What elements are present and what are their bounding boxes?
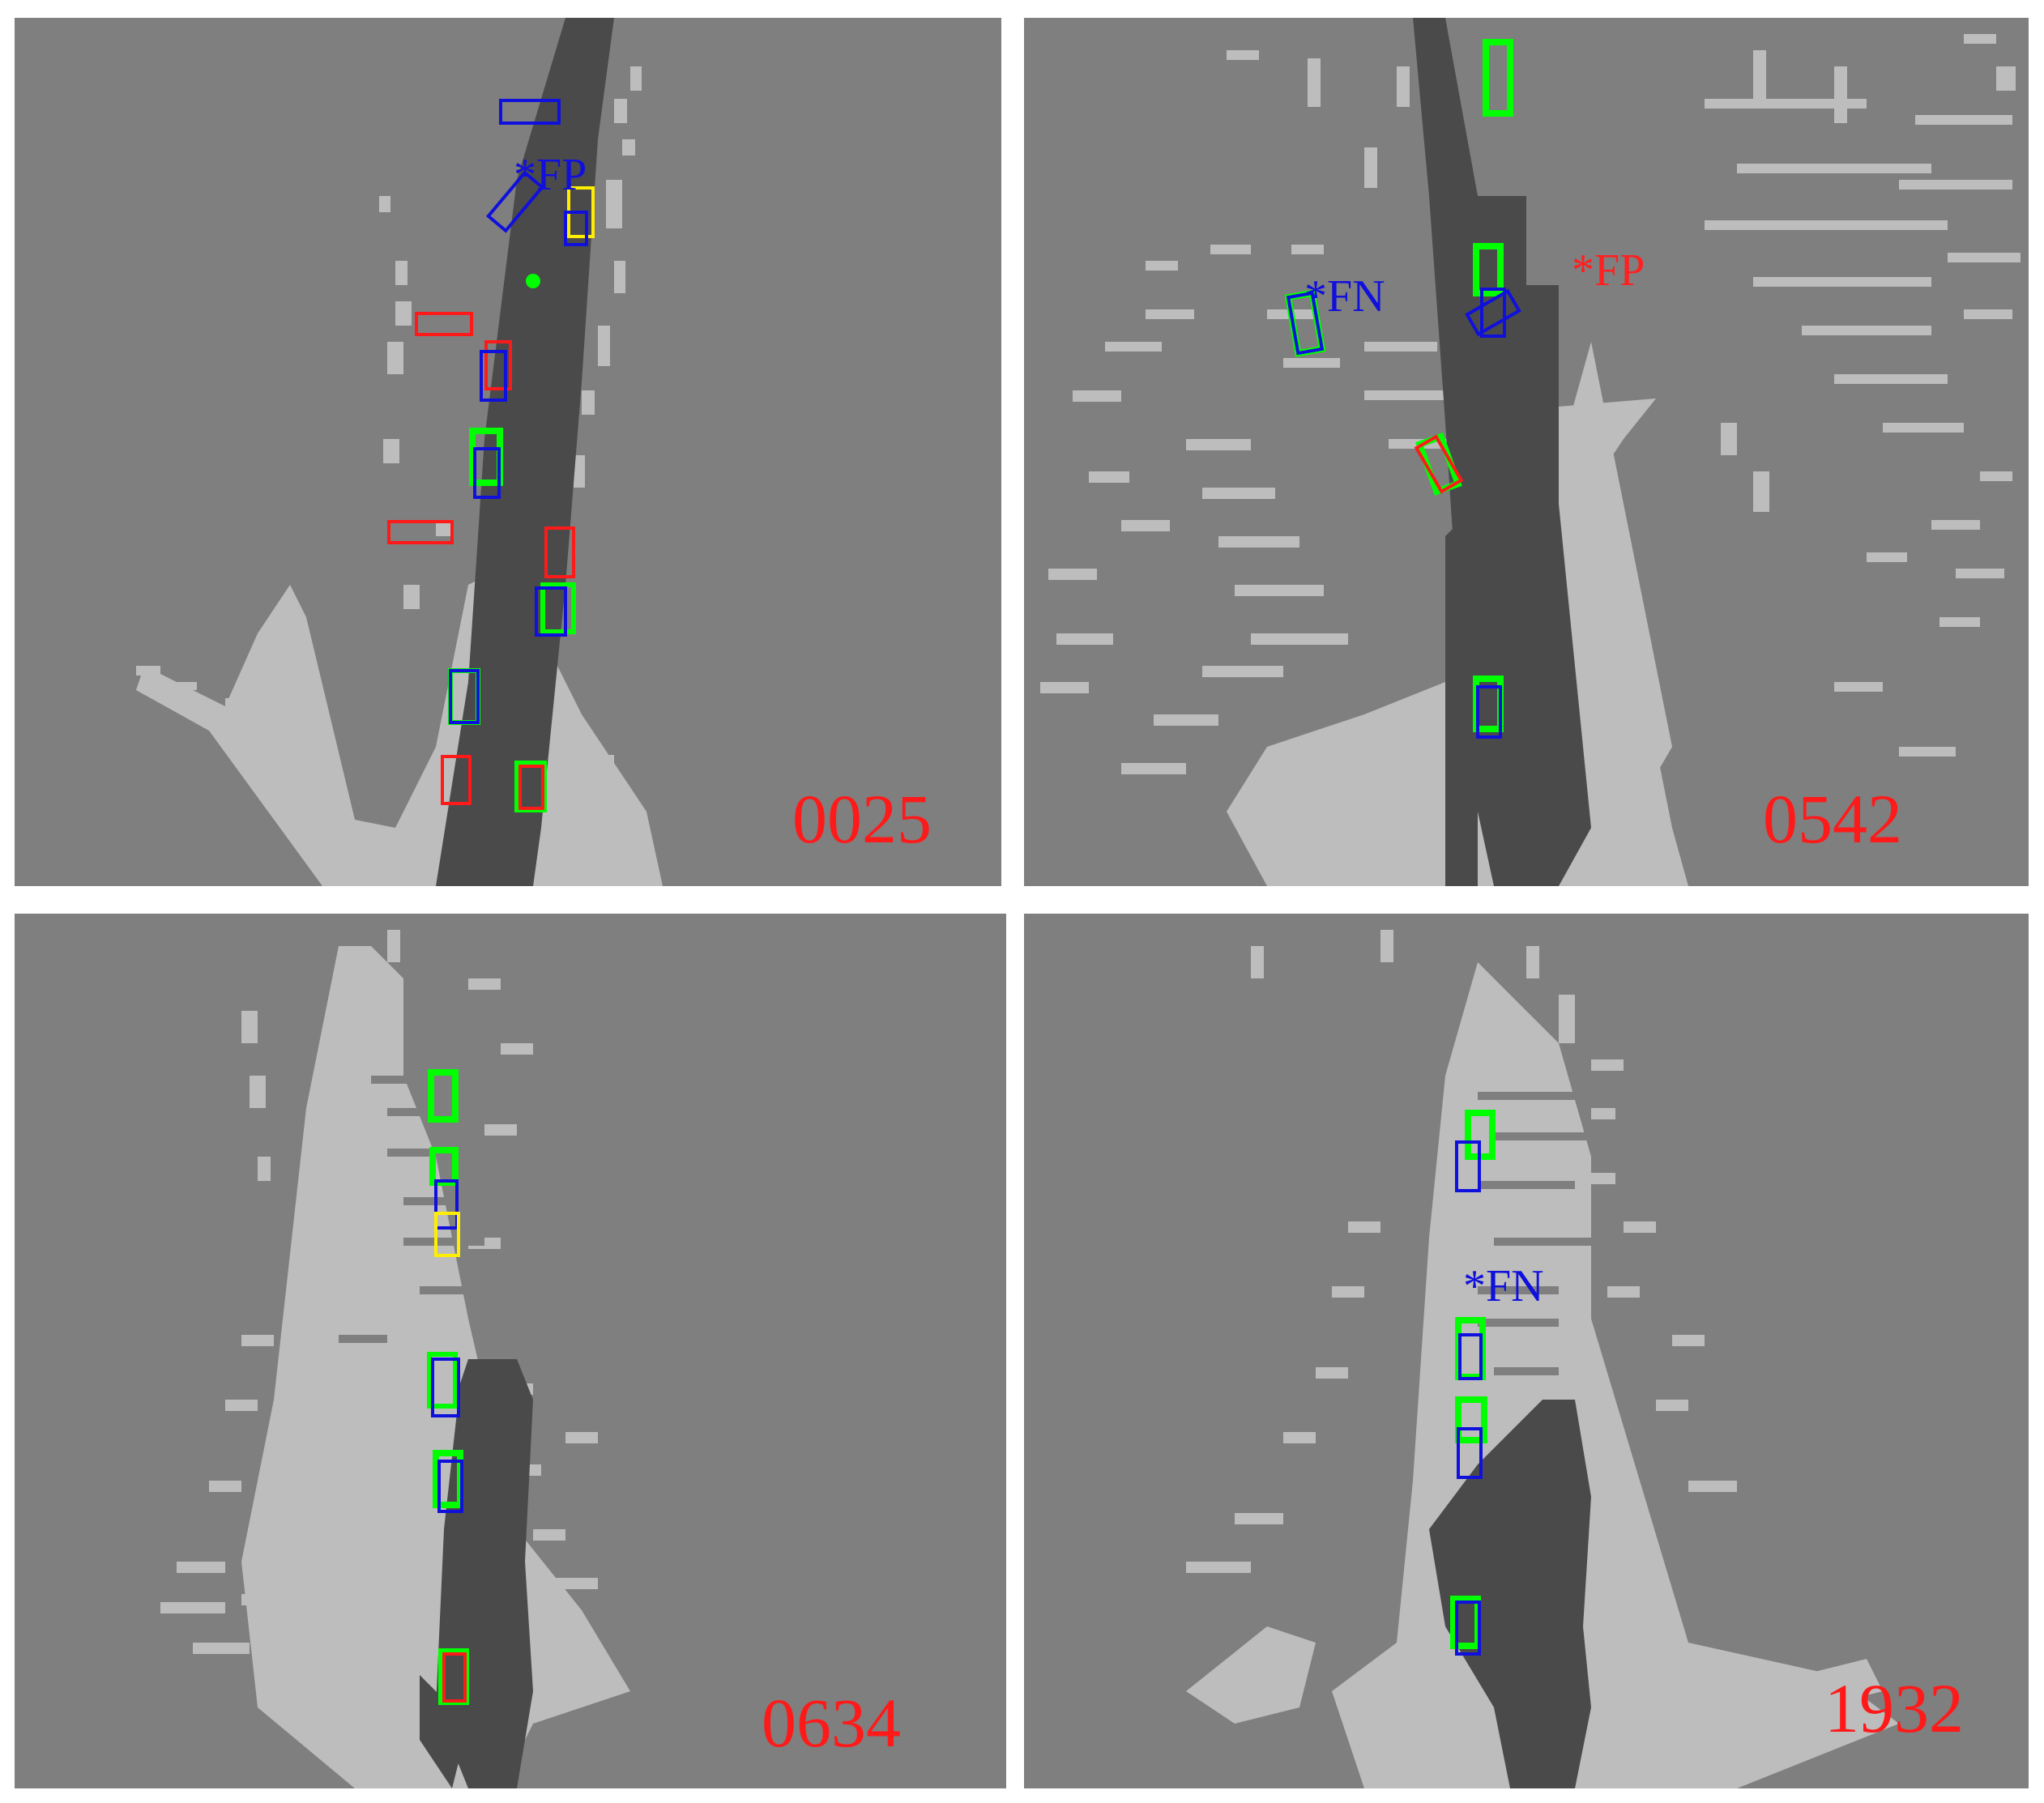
detection-boxes: [387, 99, 595, 812]
lidar-view-1932: [1186, 930, 1899, 1788]
detection-boxes: [1450, 1110, 1496, 1656]
lidar-view-0634: [160, 930, 630, 1788]
frame-number: 0634: [762, 1684, 901, 1762]
frame-number: 1932: [1824, 1669, 1964, 1747]
lidar-view-0542: [1040, 18, 2021, 886]
annotation-fp: *FP: [514, 150, 587, 200]
annotation-fn: *FN: [1304, 271, 1385, 322]
road: [1413, 18, 1591, 886]
road: [1429, 1400, 1591, 1788]
detection-boxes: [1284, 39, 1521, 739]
annotation-fp: *FP: [1572, 245, 1645, 296]
lidar-view-0025: [136, 18, 663, 886]
panel-1932: *FN 1932: [1024, 914, 2029, 1788]
annotation-fn: *FN: [1463, 1261, 1544, 1311]
panel-0634: 0634: [15, 914, 1006, 1788]
frame-number: 0025: [792, 780, 932, 858]
point-cloud: [160, 930, 630, 1788]
frame-number: 0542: [1763, 780, 1902, 858]
panel-0542: *FN *FP 0542: [1024, 18, 2029, 886]
panel-0025: *FP 0025: [15, 18, 1001, 886]
detection-boxes: [427, 1069, 469, 1705]
